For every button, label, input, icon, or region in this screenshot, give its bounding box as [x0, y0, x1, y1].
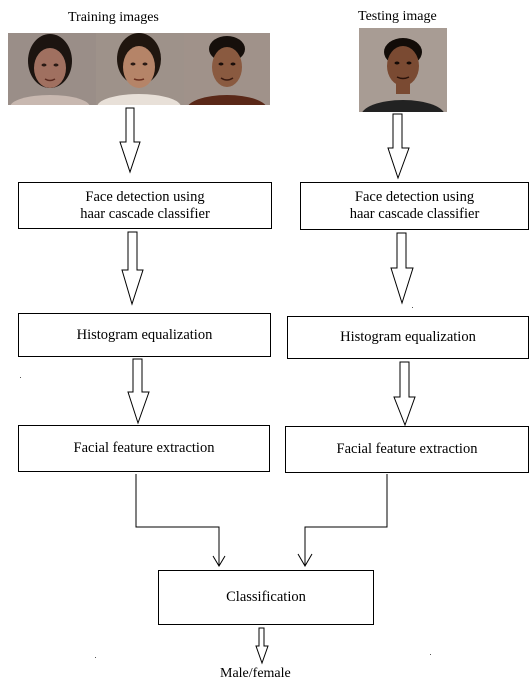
connector-left	[135, 474, 220, 566]
connector-right-head	[297, 553, 313, 567]
arrow-right-3	[393, 361, 416, 427]
connector-right	[304, 474, 388, 566]
training-photo-2	[96, 33, 184, 105]
training-photos	[8, 33, 270, 105]
connector-left-head	[212, 555, 226, 567]
test-face-detection-line2: haar cascade classifier	[349, 206, 480, 222]
test-histogram-box: Histogram equalization	[287, 316, 529, 359]
train-feature-box: Facial feature extraction	[18, 425, 270, 472]
classification-label: Classification	[226, 589, 306, 605]
testing-photo	[359, 28, 447, 112]
arrow-output	[255, 627, 269, 665]
arrow-left-3	[127, 358, 150, 425]
train-feature-label: Facial feature extraction	[73, 440, 215, 456]
training-photo-strip	[8, 33, 270, 105]
training-photo-1	[8, 33, 96, 105]
testing-image-title: Testing image	[358, 9, 437, 24]
arrow-right-2	[390, 232, 414, 305]
train-face-detection-line2: haar cascade classifier	[80, 205, 210, 222]
train-face-detection-line1: Face detection using	[85, 188, 205, 205]
train-face-detection-box: Face detection using haar cascade classi…	[18, 182, 272, 229]
training-images-title: Training images	[68, 10, 159, 25]
testing-photo-image	[359, 28, 447, 112]
arrow-left-1	[119, 107, 141, 174]
arrow-right-1	[387, 113, 410, 180]
training-photo-3	[184, 33, 270, 105]
train-histogram-box: Histogram equalization	[18, 313, 271, 357]
train-histogram-label: Histogram equalization	[76, 326, 213, 343]
classification-box: Classification	[158, 570, 374, 625]
test-histogram-label: Histogram equalization	[340, 329, 476, 345]
test-feature-label: Facial feature extraction	[336, 441, 478, 457]
test-feature-box: Facial feature extraction	[285, 426, 529, 473]
test-face-detection-line1: Face detection using	[354, 189, 475, 205]
output-label: Male/female	[220, 666, 291, 681]
arrow-left-2	[121, 231, 144, 306]
test-face-detection-box: Face detection using haar cascade classi…	[300, 182, 529, 230]
